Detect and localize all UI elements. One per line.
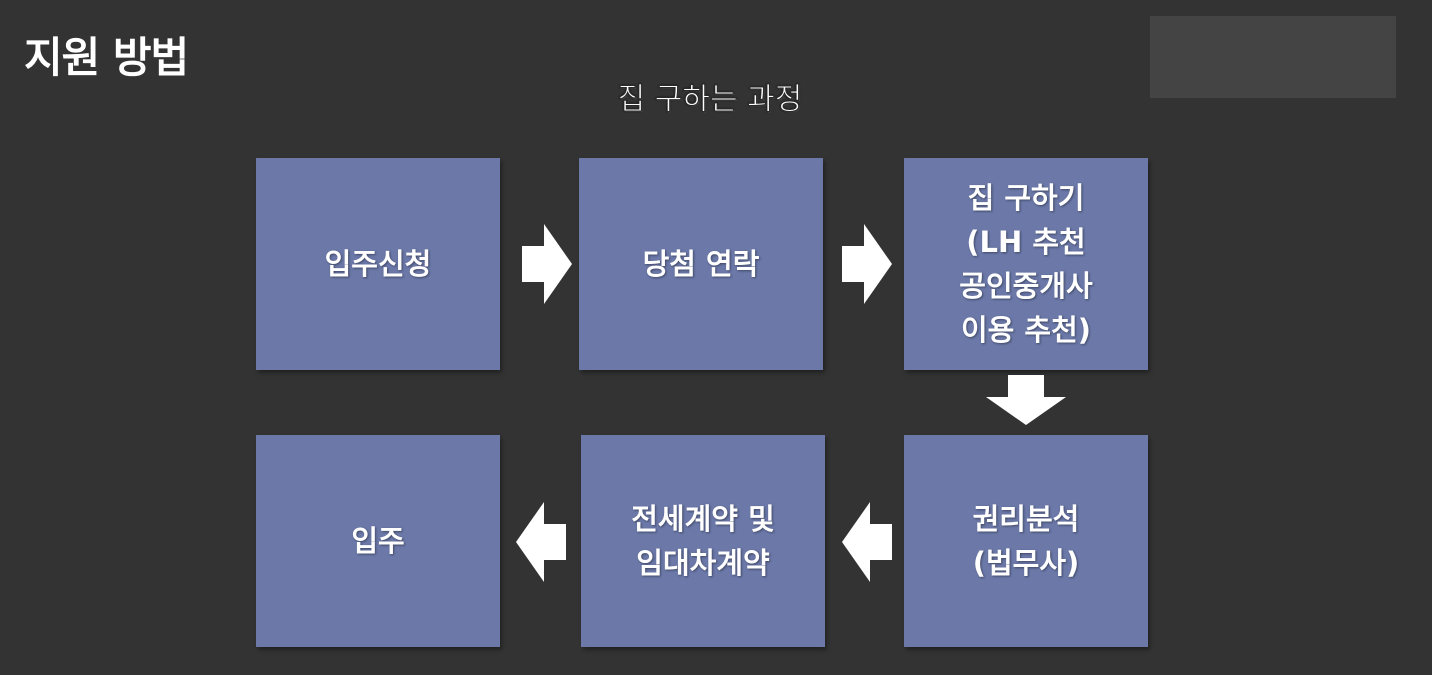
step-rights-analysis: 권리분석 (법무사) [904,435,1148,647]
step-find-house: 집 구하기 (LH 추천 공인중개사 이용 추천) [904,158,1148,370]
step-apply: 입주신청 [256,158,500,370]
arrow-right-icon [522,224,572,304]
step-lease-contract: 전세계약 및 임대차계약 [581,435,825,647]
arrow-left-icon [516,502,566,582]
overlay-box [1150,16,1396,98]
arrow-right-icon [842,224,892,304]
step-winner-contact: 당첨 연락 [579,158,823,370]
diagram-subtitle: 집 구하는 과정 [617,82,803,118]
arrow-down-icon [986,375,1066,425]
step-move-in: 입주 [256,435,500,647]
arrow-left-icon [842,502,892,582]
page-title: 지원 방법 [24,33,189,82]
